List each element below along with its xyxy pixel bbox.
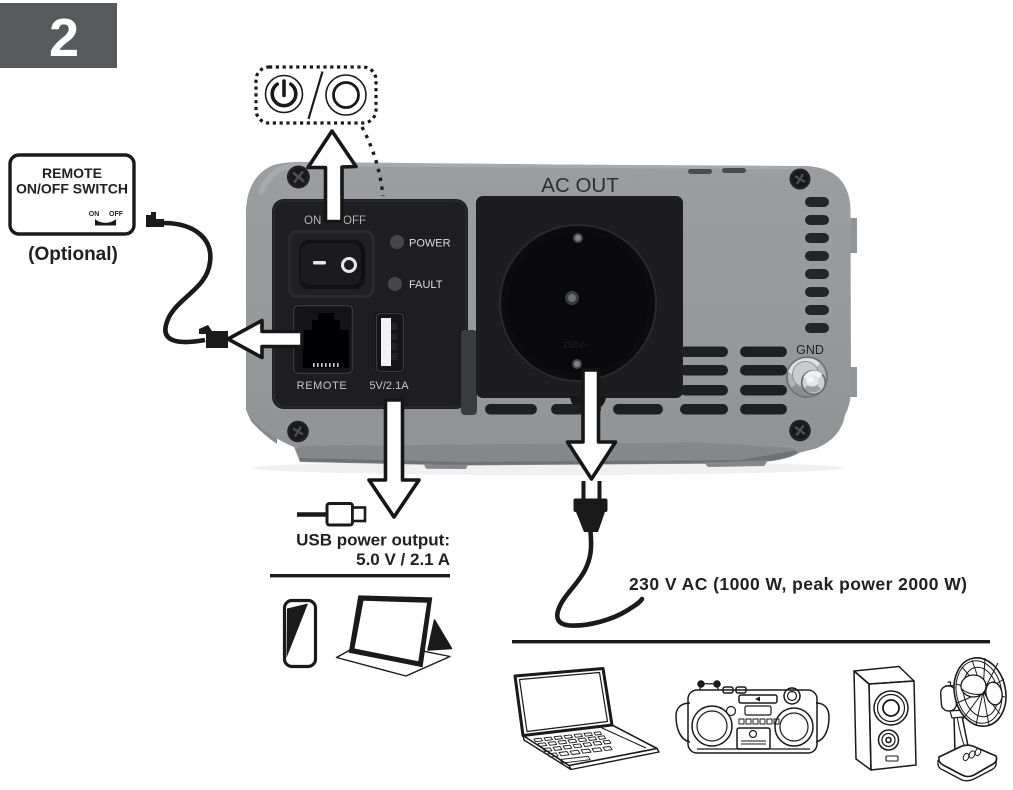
svg-text:ON/OFF SWITCH: ON/OFF SWITCH: [16, 181, 128, 197]
svg-text:ON: ON: [89, 211, 100, 218]
svg-text:OFF: OFF: [109, 211, 124, 218]
svg-text:(Optional): (Optional): [28, 244, 118, 265]
svg-text:5.0 V / 2.1 A: 5.0 V / 2.1 A: [356, 550, 450, 569]
svg-text:230 V AC (1000 W, peak power 2: 230 V AC (1000 W, peak power 2000 W): [629, 574, 967, 594]
svg-text:REMOTE: REMOTE: [297, 380, 348, 392]
svg-text:250V~: 250V~: [563, 340, 589, 350]
svg-text:2: 2: [49, 8, 79, 68]
svg-text:FAULT: FAULT: [409, 279, 443, 291]
svg-text:USB power output:: USB power output:: [296, 531, 450, 550]
svg-text:AC OUT: AC OUT: [541, 174, 619, 197]
svg-text:ON: ON: [304, 215, 321, 227]
svg-text:OFF: OFF: [343, 215, 366, 227]
svg-text:REMOTE: REMOTE: [42, 165, 102, 181]
svg-text:5V/2.1A: 5V/2.1A: [369, 380, 409, 392]
svg-text:GND: GND: [796, 343, 824, 357]
svg-text:POWER: POWER: [409, 238, 451, 250]
